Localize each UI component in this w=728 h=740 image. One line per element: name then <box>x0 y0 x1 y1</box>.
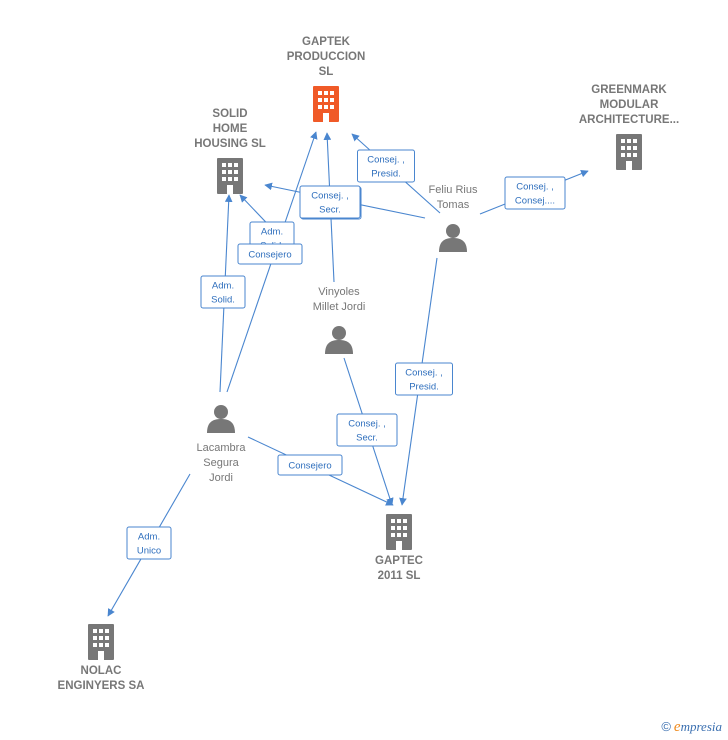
node-label: HOME <box>213 123 248 135</box>
edge-label-text: Secr. <box>356 433 378 444</box>
edge-label-text: Adm. <box>212 281 234 292</box>
node-label: GAPTEC <box>375 555 423 567</box>
person-icon[interactable] <box>325 326 353 354</box>
copyright-icon: © <box>661 719 671 734</box>
edge-label-text: Consej. , <box>405 368 443 379</box>
edge-label-box[interactable] <box>336 413 398 447</box>
edge-label-lacambra-nolac[interactable]: Adm. Unico <box>126 526 172 560</box>
building-icon[interactable] <box>616 134 642 170</box>
edge-label-lacambra-gaptek[interactable]: Consejero <box>237 243 303 265</box>
node-label: Tomas <box>437 199 470 211</box>
edge-label-box[interactable] <box>126 526 172 560</box>
edge-label-feliu-gaptec[interactable]: Consej. , Presid. <box>395 362 453 396</box>
edge-label-text: Presid. <box>409 382 439 393</box>
node-label: ENGINYERS SA <box>58 680 145 692</box>
node-label: Lacambra <box>197 442 247 454</box>
edge-label-text: Secr. <box>319 205 341 216</box>
edge-label-box[interactable] <box>395 362 453 396</box>
edge-label-feliu-greenmark[interactable]: Consej. , Consej.... <box>504 176 566 210</box>
node-nolac[interactable]: NOLAC ENGINYERS SA <box>58 624 145 692</box>
node-label: HOUSING SL <box>194 138 266 150</box>
person-icon[interactable] <box>439 224 467 252</box>
node-label: ARCHITECTURE... <box>579 114 679 126</box>
node-label: Jordi <box>209 472 233 484</box>
edge-label-text: Consejero <box>248 250 291 261</box>
node-label: NOLAC <box>81 665 122 677</box>
node-label: Segura <box>203 457 239 469</box>
edge-label-text: Adm. <box>261 227 283 238</box>
edge-label-vinyoles-gaptek[interactable]: Consej. , Secr. <box>299 185 361 219</box>
edge-label-box[interactable] <box>504 176 566 210</box>
building-icon[interactable] <box>217 158 243 194</box>
building-icon[interactable] <box>386 514 412 550</box>
node-label: SOLID <box>212 108 247 120</box>
edge-label-text: Consej. , <box>348 419 386 430</box>
brand-watermark: ©empresia <box>661 719 722 736</box>
person-icon[interactable] <box>207 405 235 433</box>
node-label: GREENMARK <box>591 84 667 96</box>
brand-logo-e: e <box>673 719 681 735</box>
node-gaptec[interactable]: GAPTEC 2011 SL <box>375 514 423 582</box>
edge-label-lacambra-solid[interactable]: Adm. Solid. <box>200 275 246 309</box>
edge-label-text: Consej. , <box>516 182 554 193</box>
edge-label-text: Unico <box>137 546 161 557</box>
node-label: GAPTEK <box>302 36 351 48</box>
edge-label-text: Consejero <box>288 461 331 472</box>
edge-label-box[interactable] <box>357 149 415 183</box>
node-label: Feliu Rius <box>429 184 478 196</box>
node-label: SL <box>319 66 334 78</box>
edge-label-text: Consej. , <box>311 191 349 202</box>
edge-label-text: Consej.... <box>515 196 555 207</box>
nodes-layer: GAPTEK PRODUCCION SL SOLID HOME HOUSING SL GRE… <box>58 36 680 692</box>
node-label: Vinyoles <box>318 286 360 298</box>
node-label: Millet Jordi <box>313 301 366 313</box>
building-icon[interactable] <box>88 624 114 660</box>
edge-label-box[interactable] <box>237 243 303 265</box>
edge-label-feliu-gaptek[interactable]: Consej. , Presid. <box>357 149 415 183</box>
edge-label-text: Consej. , <box>367 155 405 166</box>
brand-logo-text: mpresia <box>680 719 722 734</box>
node-label: 2011 SL <box>378 570 421 582</box>
edge-label-vinyoles-gaptec[interactable]: Consej. , Secr. <box>336 413 398 447</box>
node-label: MODULAR <box>600 99 659 111</box>
edge-label-text: Solid. <box>211 295 235 306</box>
edge-label-box[interactable] <box>277 454 343 476</box>
edge-label-box[interactable] <box>299 185 361 219</box>
edge-label-text: Presid. <box>371 169 401 180</box>
building-icon[interactable] <box>313 86 339 122</box>
edge-label-lacambra-gaptec[interactable]: Consejero <box>277 454 343 476</box>
node-label: PRODUCCION <box>287 51 366 63</box>
edge-labels-layer: Consej. ,Presid.Consej. ,Consej....Conse… <box>126 149 566 560</box>
node-greenmark[interactable]: GREENMARK MODULAR ARCHITECTURE... <box>579 84 679 170</box>
edge-label-box[interactable] <box>200 275 246 309</box>
node-gaptek[interactable]: GAPTEK PRODUCCION SL <box>287 36 366 122</box>
edge-label-text: Adm. <box>138 532 160 543</box>
node-solid[interactable]: SOLID HOME HOUSING SL <box>194 108 266 194</box>
